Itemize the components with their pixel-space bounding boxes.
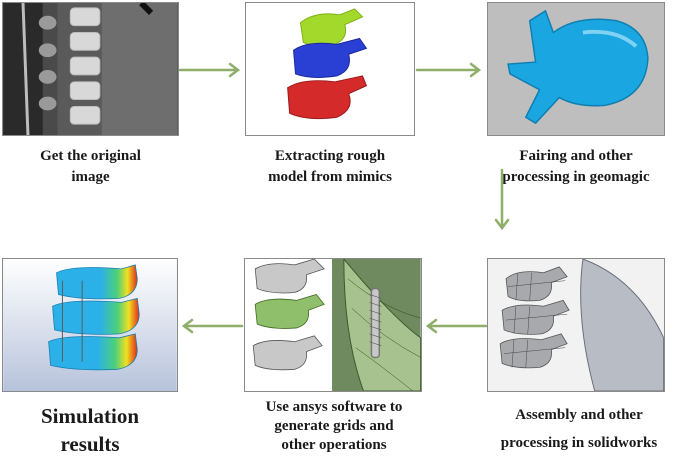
caption-step5-line1: Use ansys software to bbox=[265, 399, 403, 415]
caption-step3: Fairing and other processing in geomagic bbox=[474, 146, 678, 188]
caption-step2-line2: model from mimics bbox=[268, 169, 392, 185]
ansys-mesh-graphic bbox=[245, 259, 421, 391]
caption-step3-line1: Fairing and other bbox=[519, 148, 633, 164]
geomagic-fairing-image bbox=[487, 2, 665, 136]
caption-step6-line2: results bbox=[60, 432, 120, 456]
caption-step3-line2: processing in geomagic bbox=[502, 169, 650, 185]
geomagic-vertebra-graphic bbox=[488, 3, 664, 135]
mimics-rough-model-image bbox=[245, 2, 415, 136]
caption-step1: Get the original image bbox=[2, 146, 179, 188]
arrow-left-icon bbox=[425, 318, 488, 334]
caption-step1-line1: Get the original bbox=[40, 148, 141, 164]
caption-step4: Assembly and other processing in solidwo… bbox=[474, 405, 684, 454]
arrow-step4-to-step5 bbox=[424, 318, 488, 334]
caption-step6: Simulation results bbox=[2, 402, 178, 458]
ct-scan-graphic bbox=[3, 3, 178, 135]
caption-step6-line1: Simulation bbox=[40, 404, 140, 428]
ct-scan-image bbox=[2, 2, 179, 136]
simulation-stress-graphic bbox=[3, 259, 177, 391]
caption-step2-line1: Extracting rough bbox=[274, 148, 386, 164]
arrow-step5-to-step6 bbox=[180, 318, 244, 334]
arrow-step2-to-step3 bbox=[415, 62, 483, 78]
ansys-grid-image bbox=[244, 258, 422, 392]
arrow-right-icon bbox=[415, 62, 482, 78]
solidworks-assembly-image bbox=[487, 258, 665, 392]
arrow-right-icon bbox=[178, 62, 241, 78]
solidworks-mesh-graphic bbox=[488, 259, 664, 391]
caption-step2: Extracting rough model from mimics bbox=[238, 146, 422, 188]
arrow-step1-to-step2 bbox=[178, 62, 242, 78]
caption-step5: Use ansys software to generate grids and… bbox=[236, 398, 432, 455]
caption-step4-line1: Assembly and other bbox=[515, 407, 643, 423]
arrow-step3-to-step4 bbox=[494, 168, 510, 232]
simulation-results-image bbox=[2, 258, 178, 392]
caption-step4-line2: processing in solidworks bbox=[500, 435, 658, 451]
arrow-left-icon bbox=[181, 318, 244, 334]
caption-step1-line2: image bbox=[71, 169, 110, 185]
caption-step5-line2: generate grids and bbox=[274, 418, 394, 434]
mimics-vertebrae-graphic bbox=[246, 3, 414, 135]
caption-step5-line3: other operations bbox=[281, 437, 387, 453]
arrow-down-icon bbox=[494, 168, 510, 231]
